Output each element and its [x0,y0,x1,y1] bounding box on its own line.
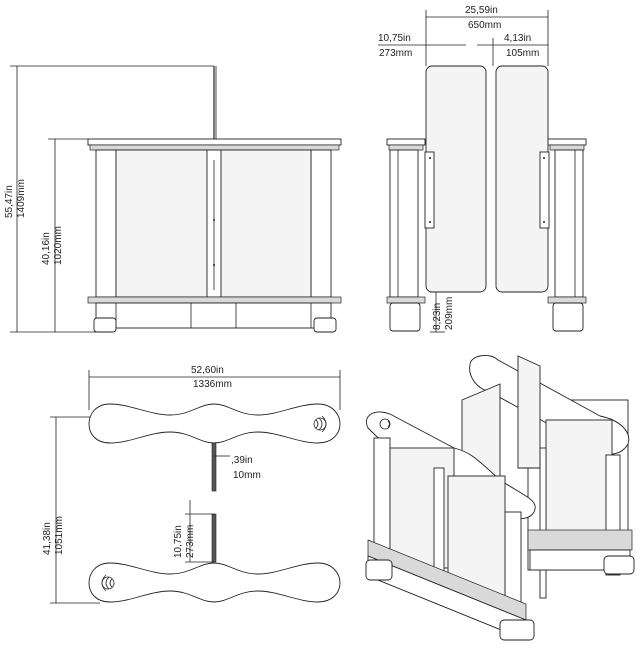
front-elevation-view: 55,47in 1409mm 40,16in 1020mm [4,65,342,333]
side-panel-left-mm: 273mm [379,48,412,59]
plan-length-inches: 52,60in [191,365,224,376]
plan-view: 52,60in 1336mm 41,38in 1051mm ,39in 10mm… [42,365,341,604]
plan-top-cabinet [88,403,341,444]
plan-panel-thickness-mm: 10mm [233,470,261,481]
plan-panel-thickness-inches: ,39in [231,455,253,466]
side-ground-clearance-inches: 8,23in [432,303,443,330]
front-cabinet-height-inches: 40,16in [41,232,52,265]
front-cabinet-height-mm: 1020mm [53,226,64,265]
plan-length-mm: 1336mm [193,379,232,390]
top-card-reader-icon [313,415,327,433]
isometric-view [365,354,635,641]
side-elevation-view: 25,59in 650mm 10,75in 273mm 4,13in 105mm [378,5,587,333]
side-ground-clearance-mm: 209mm [444,297,455,330]
side-total-width-inches: 25,59in [465,5,498,16]
plan-bottom-cabinet [88,562,341,603]
front-total-height-inches: 55,47in [4,185,15,218]
side-panel-right-inches: 4,13in [504,33,531,44]
side-total-width-mm: 650mm [468,20,501,31]
bottom-card-reader-icon [101,574,115,592]
plan-depth-inches: 41,38in [42,522,53,555]
plan-panel-reach-mm: 273mm [185,525,196,558]
iso-card-reader-icon [379,418,391,430]
plan-depth-mm: 1051mm [54,516,65,555]
front-total-height-mm: 1409mm [16,179,27,218]
side-panel-left-inches: 10,75in [378,33,411,44]
side-panel-right-mm: 105mm [506,48,539,59]
plan-panel-reach-inches: 10,75in [173,525,184,558]
